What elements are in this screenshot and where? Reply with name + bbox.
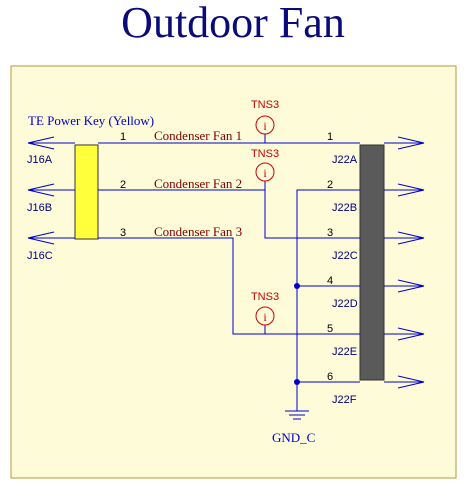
pin-number: 1: [327, 131, 333, 143]
connector-ref: J22A: [332, 154, 358, 166]
connector-ref: J22C: [332, 250, 358, 262]
svg-text:i: i: [263, 310, 267, 324]
pin-number: 3: [327, 227, 333, 239]
net-label: Condenser Fan 2: [154, 176, 242, 191]
connector-ref: J16A: [27, 154, 53, 166]
wire-ground-bus: [296, 189, 360, 411]
svg-text:i: i: [263, 166, 267, 180]
test-point-label: TNS3: [251, 291, 279, 303]
j22c-arrow: [397, 231, 425, 245]
j22d-arrow: [397, 279, 425, 293]
junction-dot: [294, 379, 300, 385]
right-connector-body: [359, 144, 385, 381]
pin-number: 2: [327, 179, 333, 191]
ground-icon: [285, 410, 309, 420]
j22a-arrow: [397, 136, 425, 150]
page-title: Outdoor Fan: [121, 0, 345, 47]
j22f-arrow: [397, 375, 425, 389]
net-label: Condenser Fan 1: [154, 128, 242, 143]
junction-dot: [294, 283, 300, 289]
info-icon: i: [255, 306, 275, 326]
pin-number: 5: [327, 323, 333, 335]
test-point-label: TNS3: [251, 99, 279, 111]
j16b-arrow: [27, 183, 55, 197]
connector-ref: J16C: [27, 250, 53, 262]
info-icon: i: [255, 162, 275, 182]
left-connector-label: TE Power Key (Yellow): [28, 113, 154, 128]
pin-number: 2: [120, 179, 126, 191]
pin-number: 4: [327, 275, 333, 287]
net-label: Condenser Fan 3: [154, 224, 242, 239]
pin-number: 3: [120, 227, 126, 239]
connector-ref: J16B: [27, 202, 52, 214]
pin-number: 6: [327, 371, 333, 383]
ground-label: GND_C: [272, 430, 315, 445]
j16c-arrow: [27, 231, 55, 245]
svg-text:i: i: [263, 119, 267, 133]
connector-ref: J22E: [332, 346, 357, 358]
j16a-arrow: [27, 136, 55, 150]
pin-number: 1: [120, 131, 126, 143]
info-icon: i: [255, 115, 275, 135]
connector-ref: J22F: [332, 394, 357, 406]
connector-ref: J22B: [332, 202, 357, 214]
test-point-label: TNS3: [251, 148, 279, 160]
left-connector-body: [74, 144, 99, 240]
j22b-arrow: [397, 183, 425, 197]
connector-ref: J22D: [332, 298, 358, 310]
wire-fan2: [98, 189, 360, 239]
j22e-arrow: [397, 327, 425, 341]
